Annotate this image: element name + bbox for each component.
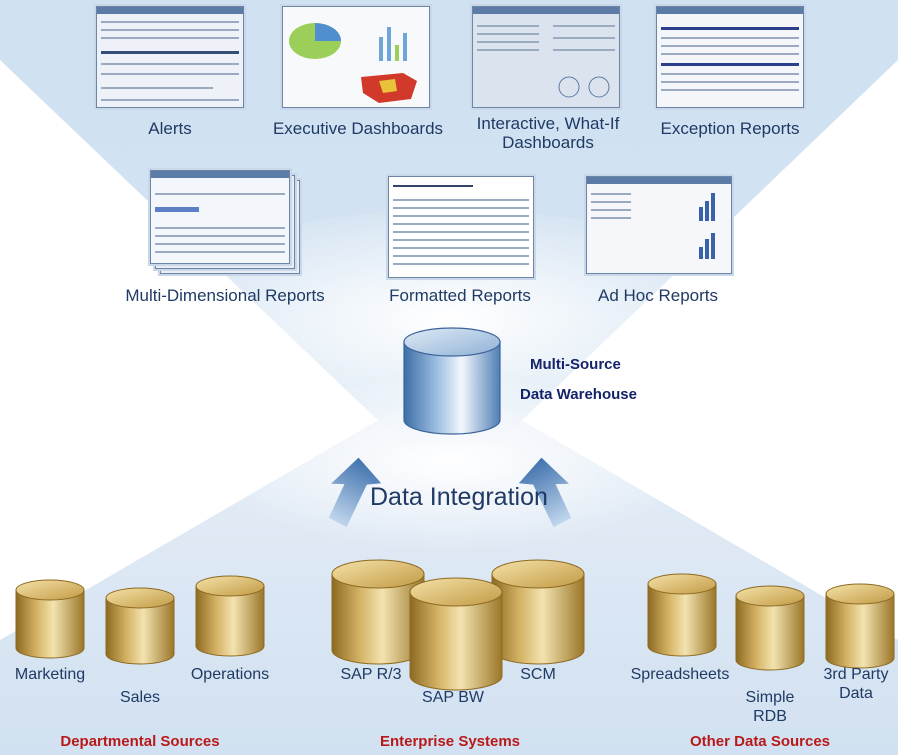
warehouse-label-line1: Multi-Source: [530, 356, 621, 373]
operations-cylinder-icon: [195, 575, 265, 657]
group-title-other: Other Data Sources: [689, 733, 831, 750]
interactive-dashboards-thumbnail: [472, 6, 620, 108]
sales-cylinder-icon: [105, 587, 175, 665]
marketing-cylinder-icon: [15, 579, 85, 659]
multi-dimensional-reports-thumbnail: [150, 170, 290, 264]
source-label-sap-bw: SAP BW: [422, 689, 484, 706]
source-label-sales: Sales: [119, 689, 161, 706]
warehouse-label-line2: Data Warehouse: [520, 386, 637, 403]
integration-arrow-left-icon: [328, 457, 382, 528]
sap-bw-cylinder-icon: [409, 577, 503, 691]
source-label-operations: Operations: [190, 666, 270, 683]
warehouse-cylinder-icon: [403, 327, 501, 435]
report-label-formatted: Formatted Reports: [389, 286, 531, 305]
spreadsheets-cylinder-icon: [647, 573, 717, 657]
alerts-thumbnail: [96, 6, 244, 108]
exception-reports-thumbnail: [656, 6, 804, 108]
source-label-scm: SCM: [520, 666, 556, 683]
report-label-interactive-dashboards: Interactive, What-If Dashboards: [476, 114, 620, 152]
report-label-alerts: Alerts: [148, 119, 192, 138]
source-label-marketing: Marketing: [14, 666, 86, 683]
report-label-multi-dimensional: Multi-Dimensional Reports: [125, 286, 325, 305]
formatted-reports-thumbnail: [388, 176, 534, 278]
scm-cylinder-icon: [491, 559, 585, 665]
sap-r3-cylinder-icon: [331, 559, 425, 665]
source-label-sap-r3: SAP R/3: [340, 666, 402, 683]
source-label-spreadsheets: Spreadsheets: [630, 666, 730, 683]
report-label-ad-hoc: Ad Hoc Reports: [598, 286, 718, 305]
ad-hoc-reports-thumbnail: [586, 176, 732, 274]
report-label-exception-reports: Exception Reports: [660, 119, 800, 138]
simple-rdb-cylinder-icon: [735, 585, 805, 671]
group-title-departmental: Departmental Sources: [60, 733, 220, 750]
source-label-third-party: 3rd Party Data: [823, 666, 889, 702]
report-label-executive-dashboards: Executive Dashboards: [272, 119, 444, 138]
data-integration-label: Data Integration: [370, 483, 548, 511]
third-party-cylinder-icon: [825, 583, 895, 669]
integration-arrow-right-icon: [518, 457, 572, 528]
group-title-enterprise: Enterprise Systems: [379, 733, 521, 750]
executive-dashboards-thumbnail: [282, 6, 430, 108]
source-label-simple-rdb: Simple RDB: [745, 689, 795, 725]
